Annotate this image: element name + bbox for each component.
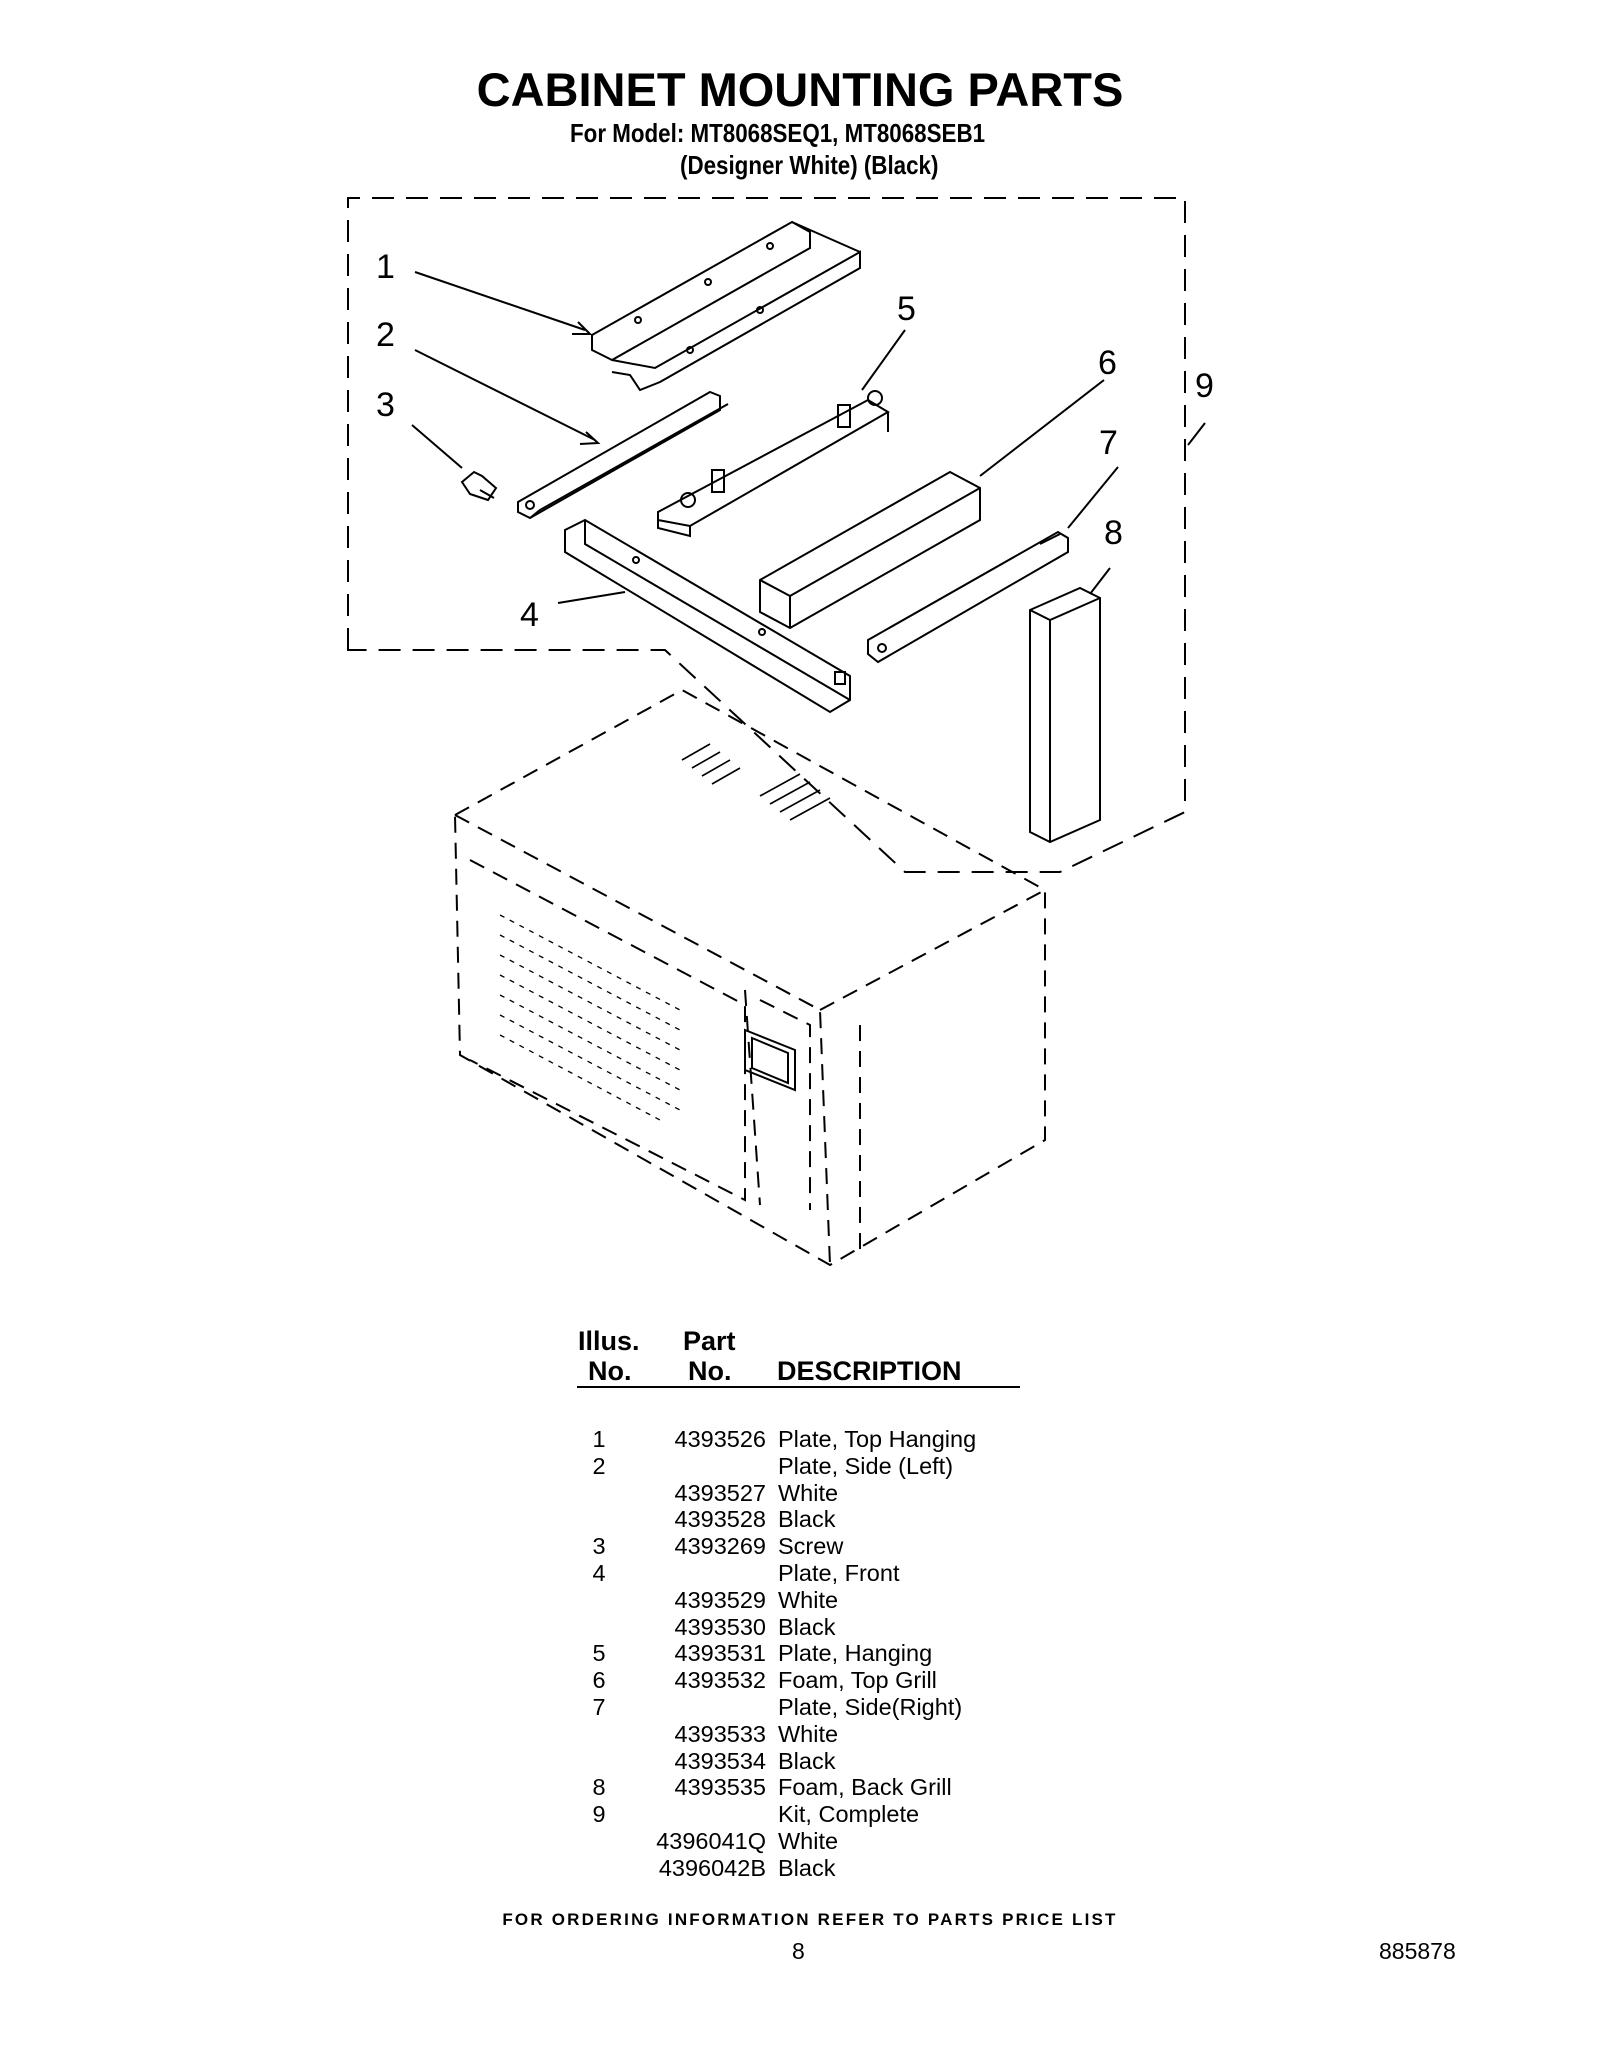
part-side-plate-left <box>517 390 729 520</box>
part-top-hanging-plate <box>591 220 861 392</box>
callout-8: 8 <box>1104 514 1123 552</box>
microwave-cabinet <box>453 688 1046 1267</box>
callout-4: 4 <box>520 596 539 634</box>
leader-lines <box>411 271 1206 604</box>
side-grille <box>499 914 681 1121</box>
callout-9: 9 <box>1195 367 1214 405</box>
header-part-top: Part <box>683 1326 736 1356</box>
header-rule <box>577 1386 1020 1388</box>
callout-6: 6 <box>1098 344 1117 382</box>
callout-7: 7 <box>1099 424 1118 462</box>
callout-5: 5 <box>897 290 916 328</box>
door-handle <box>744 1028 796 1092</box>
part-foam-top-grill <box>759 470 981 630</box>
part-side-plate-right <box>867 530 1069 664</box>
part-front-plate <box>564 518 851 714</box>
ordering-note: FOR ORDERING INFORMATION REFER TO PARTS … <box>502 1910 1118 1929</box>
top-vents <box>681 743 831 821</box>
page-title: CABINET MOUNTING PARTS <box>476 63 1124 116</box>
header-description: DESCRIPTION <box>777 1356 962 1386</box>
model-line: For Model: MT8068SEQ1, MT8068SEB1 <box>570 118 986 148</box>
callout-2: 2 <box>376 316 395 354</box>
header-illus-bottom: No. <box>588 1356 632 1386</box>
part-foam-back-grill <box>1029 586 1101 844</box>
part-hanging-plate <box>657 390 890 538</box>
part-screw <box>460 470 498 502</box>
header-part-bottom: No. <box>688 1356 732 1386</box>
kit-boundary <box>347 197 1186 873</box>
exploded-parts-diagram: 1 2 3 4 5 6 7 8 9 <box>347 197 1214 1267</box>
header-illus-top: Illus. <box>578 1326 640 1356</box>
color-line: (Designer White) (Black) <box>680 150 939 180</box>
callout-1: 1 <box>376 248 395 286</box>
page-number: 8 <box>792 1938 805 1964</box>
callout-3: 3 <box>376 386 395 424</box>
document-number: 885878 <box>1379 1938 1456 1964</box>
